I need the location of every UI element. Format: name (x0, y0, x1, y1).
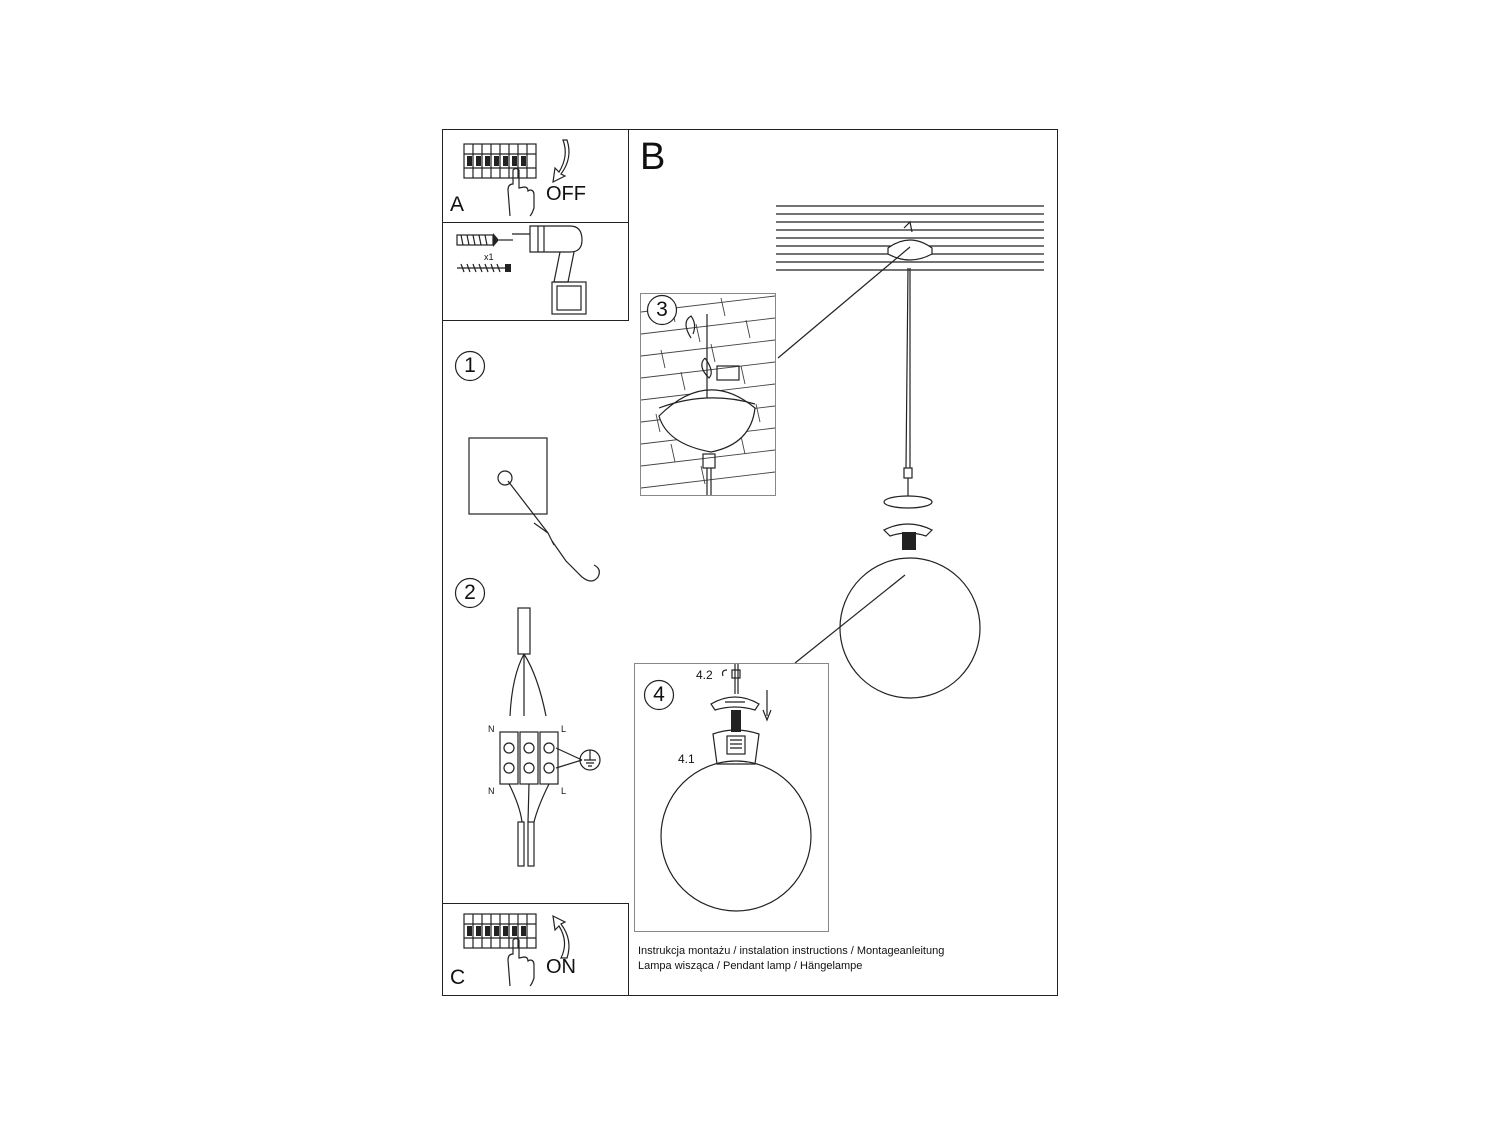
screw-icon (457, 263, 511, 273)
arrow-down-icon (552, 139, 570, 184)
hand-icon (507, 937, 535, 987)
step-4-1-label: 4.1 (678, 752, 695, 766)
quantity-label: x1 (484, 252, 494, 262)
panel-tools-divider (442, 320, 629, 322)
step-1-number: 1 (464, 354, 476, 377)
switch-on-label: ON (546, 956, 576, 978)
footer-line-2: Lampa wisząca / Pendant lamp / Hängelamp… (638, 960, 863, 972)
wire-n-top-label: N (488, 724, 495, 734)
ceiling-hook-drawing (468, 437, 600, 582)
left-column-divider (628, 129, 630, 321)
wiring-diagram (499, 607, 601, 867)
step-4-2-label: 4.2 (696, 668, 713, 682)
step-4-circle (643, 679, 675, 711)
breaker-box-icon (463, 913, 537, 949)
step-3-number: 3 (656, 298, 668, 321)
step-4-number: 4 (653, 683, 665, 706)
step-2-number: 2 (464, 581, 476, 604)
wire-l-top-label: L (561, 724, 567, 734)
panel-c-divider (442, 903, 629, 905)
wire-l-bottom-label: L (561, 786, 567, 796)
step-4-detail-drawing (660, 664, 812, 912)
hand-icon (507, 167, 535, 217)
step-3-detail-box (640, 293, 776, 496)
left-column-divider-bottom (628, 903, 630, 996)
switch-off-label: OFF (546, 183, 586, 205)
wall-plug-icon (456, 233, 513, 247)
footer-line-1: Instrukcja montażu / instalation instruc… (638, 945, 945, 957)
drill-icon (512, 225, 587, 315)
breaker-box-icon (463, 143, 537, 179)
panel-c-letter: C (450, 966, 466, 989)
panel-b-letter: B (640, 136, 666, 178)
arrow-up-icon (552, 914, 570, 959)
step-1-circle (454, 350, 486, 382)
step-4-detail-box (634, 663, 829, 932)
pendant-lamp-drawing (839, 267, 981, 699)
instruction-sheet-frame (442, 129, 1058, 996)
step-3-circle (646, 294, 678, 326)
panel-a-divider (442, 222, 629, 224)
callout-lines (777, 246, 911, 664)
wire-n-bottom-label: N (488, 786, 495, 796)
panel-a-letter: A (450, 193, 465, 216)
step-2-circle (454, 577, 486, 609)
